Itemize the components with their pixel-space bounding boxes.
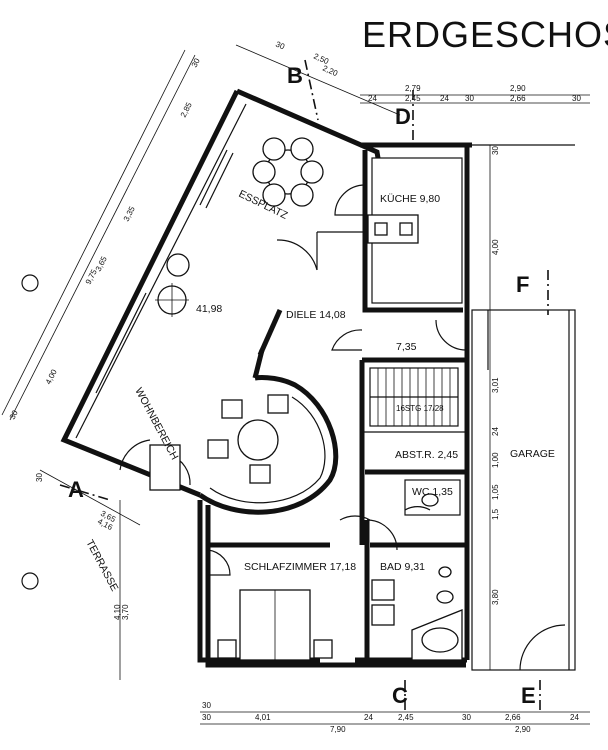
dining-table-group [252,137,324,207]
room-label-wc: WC 1,35 [412,486,453,498]
dim-left-0: 2,85 [179,100,194,118]
dim-bottom-4: 7,90 [330,725,346,734]
section-lines [59,59,549,710]
dimension-lines [1,44,590,725]
dim-bottom-8: 2,90 [515,725,531,734]
dim-top-2: 2,20 [321,64,339,79]
dim-top-7: 2,90 [510,84,526,93]
dim-right-3: 24 [491,427,500,436]
section-label-b: B [287,63,303,88]
room-label-abstr: ABST.R. 2,45 [395,449,458,461]
punch-hole-top [21,274,39,292]
dim-bottom-9: 24 [570,713,579,722]
windows [89,149,234,394]
dim-bottom-3: 24 [364,713,373,722]
dim-bottom-7: 2,66 [505,713,521,722]
room-label-stair: 16STG 17/28 [396,404,444,413]
bedroom-furniture [217,589,333,661]
dim-top-0: 30 [274,40,286,52]
dim-top-6: 24 [440,94,449,103]
section-label-f: F [516,272,529,297]
dim-left-6: 30 [8,408,20,421]
dim-bottom-1: 30 [202,713,211,722]
living-furniture [149,394,289,491]
room-label-diele: DIELE 14,08 [286,309,346,321]
room-label-schlafzimmer: SCHLAFZIMMER 17,18 [244,561,356,573]
dim-bottom-6: 30 [462,713,471,722]
dim-right-0: 30 [491,146,500,155]
section-label-d: D [395,104,411,129]
drawing-title: ERDGESCHOSS [362,14,608,55]
dim-left-5: 30 [190,56,202,69]
dim-right-5: 1,05 [491,484,500,500]
dim-right-1: 4,00 [491,239,500,255]
punch-hole-bottom [21,572,39,590]
dim-top-3: 2,79 [405,84,421,93]
stairs [369,367,459,427]
dim-right-6: 1,5 [491,508,500,520]
room-label-kueche: KÜCHE 9,80 [380,193,440,205]
section-label-c: C [392,683,408,708]
dim-lower-left-3: 4,10 [113,604,122,620]
dim-left-3: 3,35 [122,204,137,222]
section-label-e: E [521,683,536,708]
dim-top-5: 24 [368,94,377,103]
dim-bottom-0: 30 [202,701,211,710]
dim-top-10: 30 [572,94,581,103]
room-label-bad: BAD 9,31 [380,561,425,573]
dim-lower-left-0: 30 [35,473,44,482]
dim-right-2: 3,01 [491,377,500,393]
section-label-a: A [68,477,84,502]
fireplace [155,253,190,317]
kitchen-furniture [367,214,419,244]
room-label-garage: GARAGE [510,448,555,460]
room-label-flur: 7,35 [396,341,417,353]
dim-left-2: 3,65 [94,254,109,272]
room-label-area-41: 41,98 [196,303,222,315]
room-label-terrasse: TERRASSE [83,538,120,594]
bathroom-fixtures [371,493,463,661]
dim-bottom-5: 2,45 [398,713,414,722]
dim-right-7: 3,80 [491,589,500,605]
inner-walls [198,150,467,665]
dim-right-4: 1,00 [491,452,500,468]
dim-top-4: 2,45 [405,94,421,103]
dim-left-4: 4,00 [44,367,59,385]
dim-top-8: 30 [465,94,474,103]
dim-bottom-2: 4,01 [255,713,271,722]
dim-top-9: 2,66 [510,94,526,103]
dim-lower-left-4: 3,70 [121,604,130,620]
